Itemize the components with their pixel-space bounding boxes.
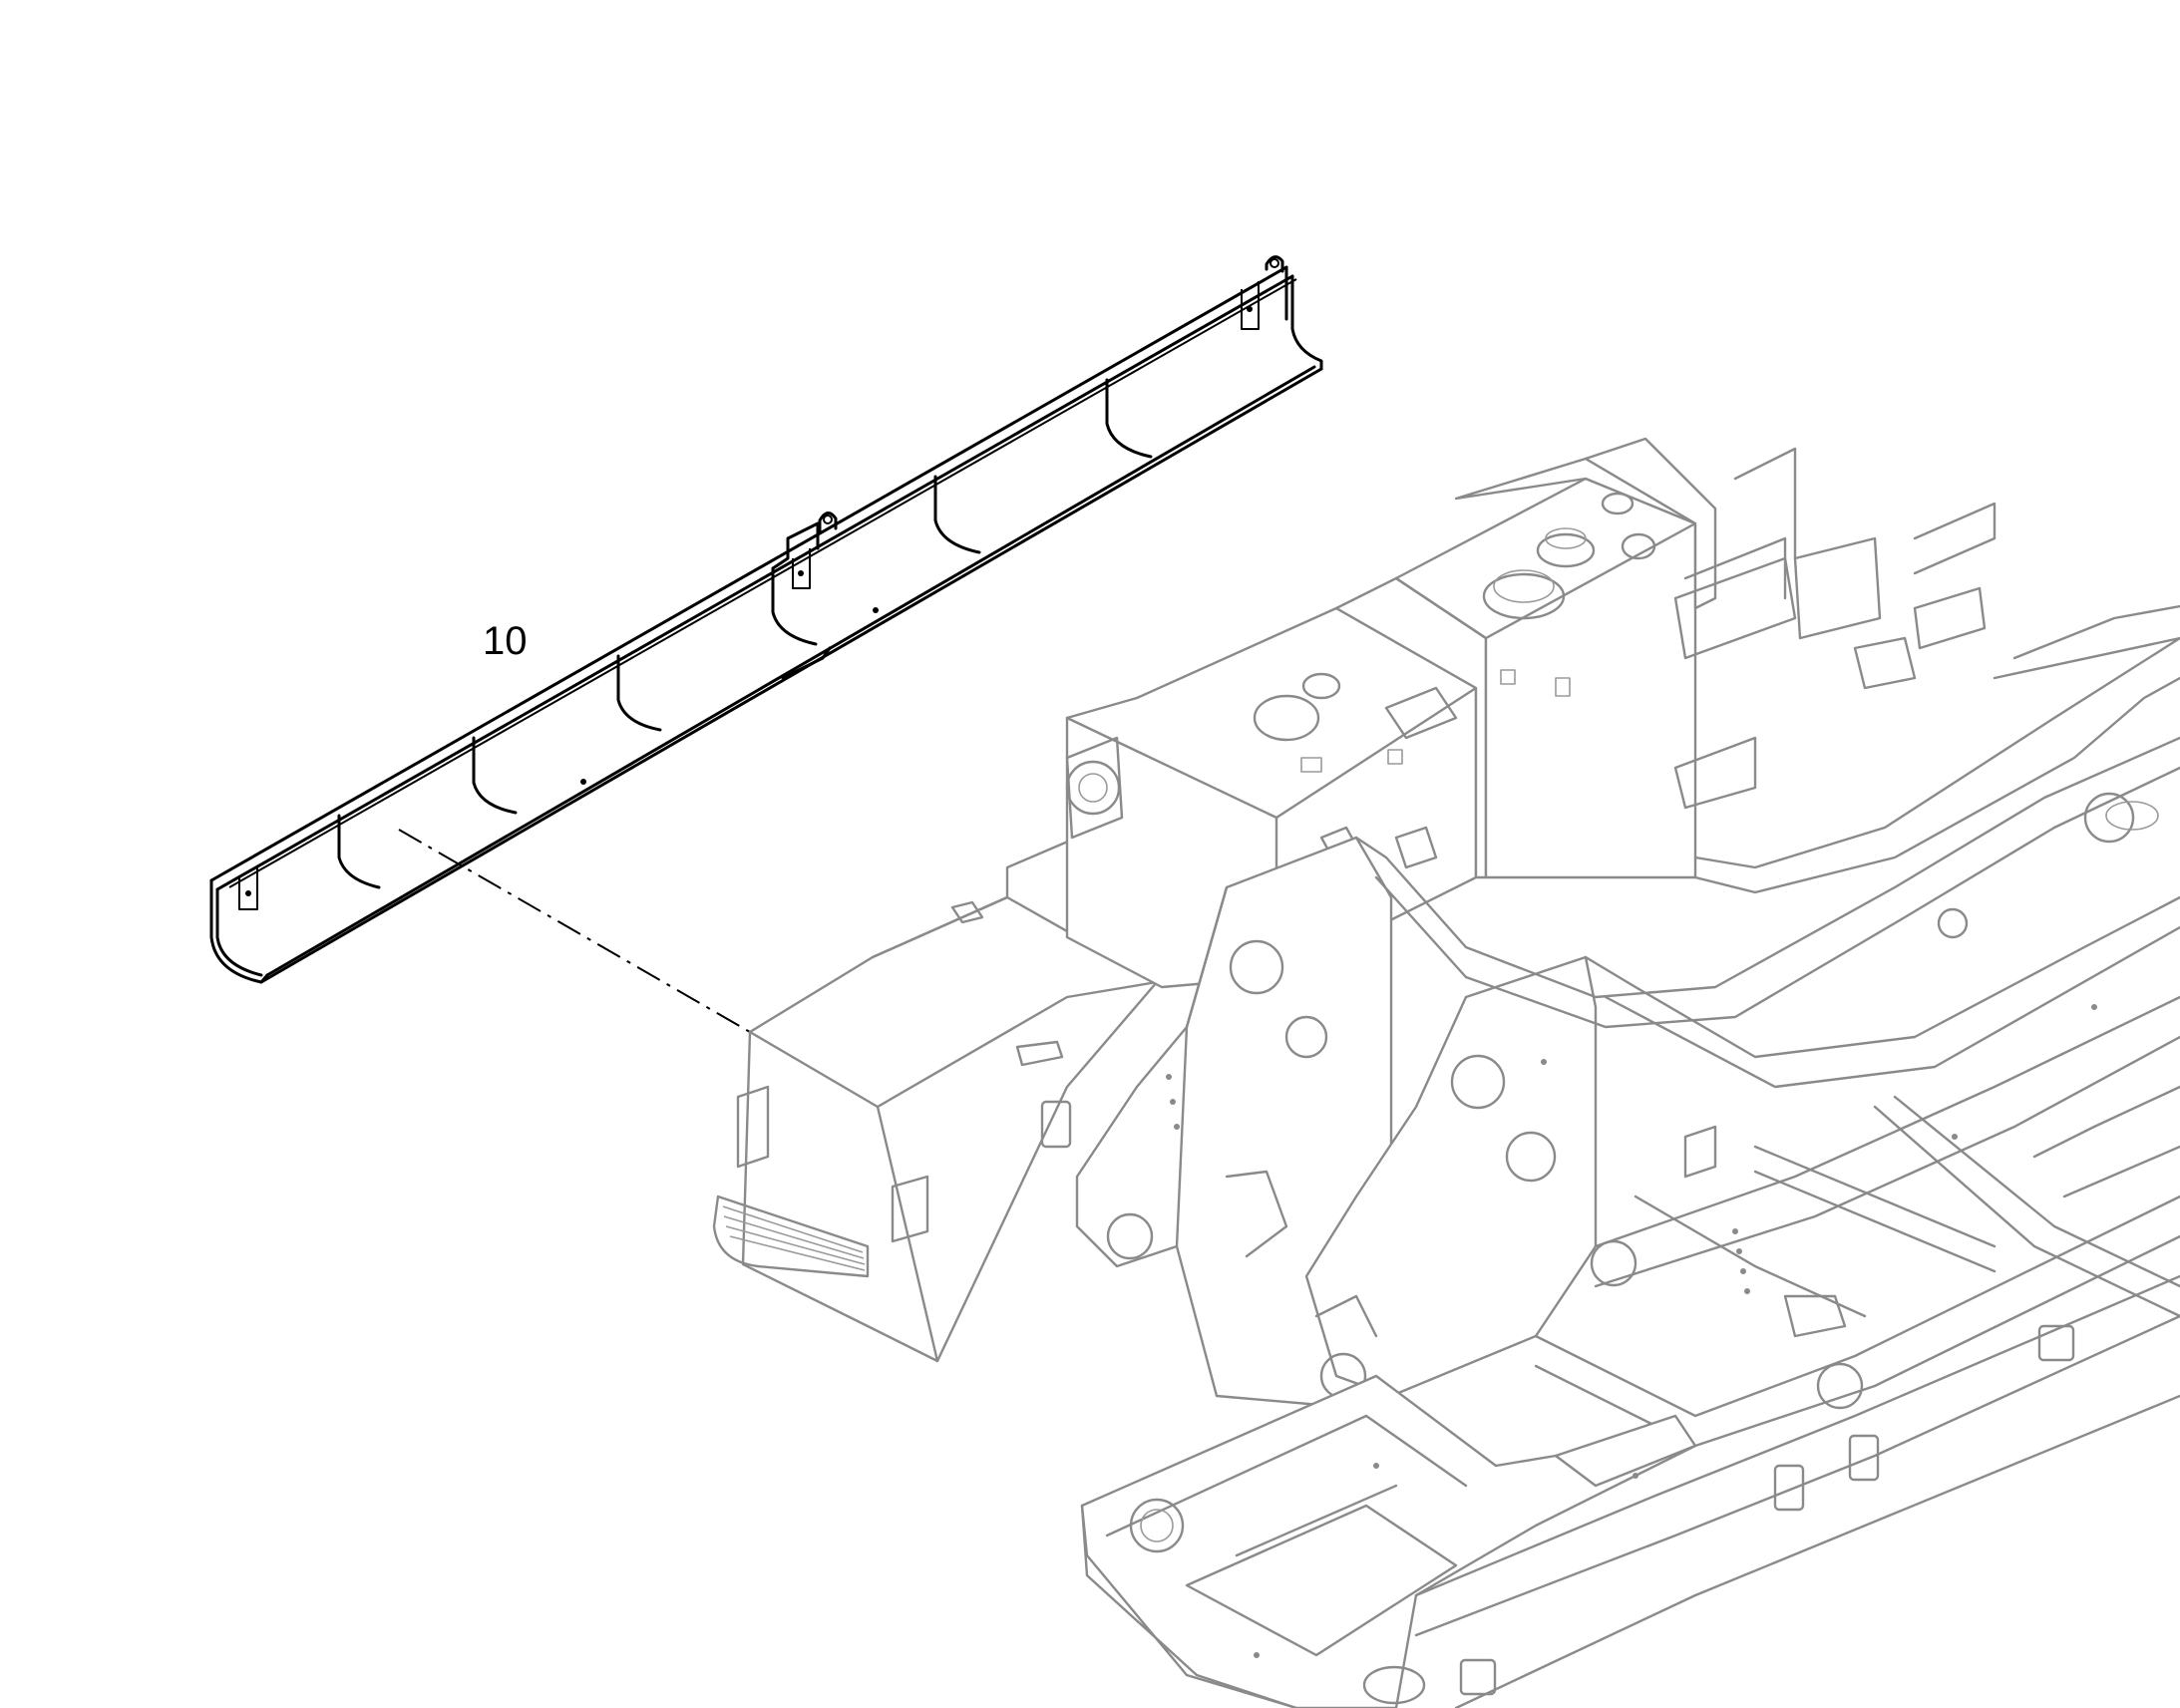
leader-line bbox=[398, 829, 751, 1033]
callout-label-10: 10 bbox=[483, 619, 528, 663]
boom-mount-plates bbox=[1075, 836, 1598, 1408]
main-frame-rails bbox=[1080, 604, 2180, 1708]
part-10-side-guard[interactable] bbox=[209, 255, 1323, 984]
machine-frame-assembly bbox=[712, 437, 2180, 1708]
bolt-dots bbox=[1166, 1004, 2097, 1658]
front-step bbox=[712, 1085, 870, 1278]
front-toolbox bbox=[712, 836, 1159, 1363]
right-side-fittings bbox=[1673, 447, 2180, 1198]
